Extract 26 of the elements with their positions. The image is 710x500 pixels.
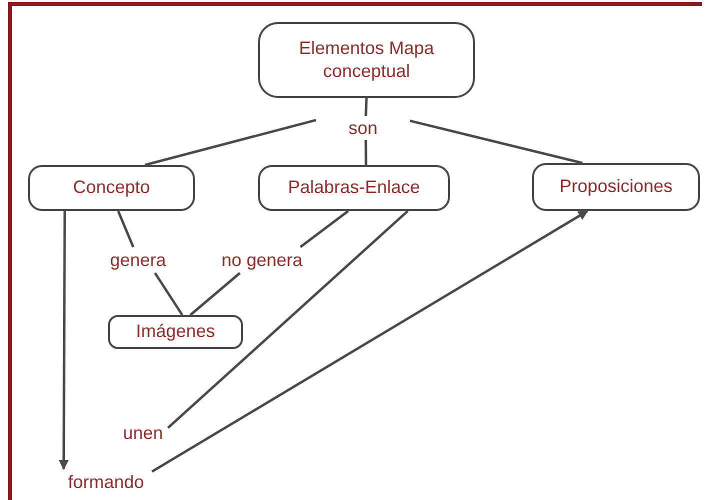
connector-line bbox=[410, 120, 583, 164]
concept-box bbox=[258, 22, 475, 98]
concept-label: Concepto bbox=[72, 176, 150, 200]
linking-word: formando bbox=[68, 472, 144, 492]
linking-word: unen bbox=[122, 422, 164, 444]
connector-line bbox=[364, 98, 368, 116]
connector-line bbox=[364, 140, 368, 165]
concept-label: Imágenes bbox=[136, 320, 216, 344]
connector-line bbox=[300, 210, 349, 248]
linking-word: no genera bbox=[221, 250, 303, 270]
concept-label: Proposiciones bbox=[559, 175, 673, 198]
concept-box bbox=[532, 163, 700, 211]
concept-label: Palabras-Enlace bbox=[288, 176, 420, 200]
arrow bbox=[151, 210, 588, 473]
arrow bbox=[58, 211, 69, 470]
concept-box bbox=[28, 165, 195, 211]
linking-word: son bbox=[348, 118, 378, 138]
connector-line bbox=[154, 272, 184, 316]
connector-line bbox=[190, 272, 241, 316]
concept-label: Elementos Mapa conceptual bbox=[298, 36, 436, 83]
connector-line bbox=[117, 210, 134, 248]
connector-line bbox=[167, 210, 409, 429]
linking-word: genera bbox=[110, 250, 166, 270]
concept-box bbox=[258, 165, 450, 211]
connector-line bbox=[144, 118, 316, 166]
concept-box bbox=[108, 315, 243, 349]
